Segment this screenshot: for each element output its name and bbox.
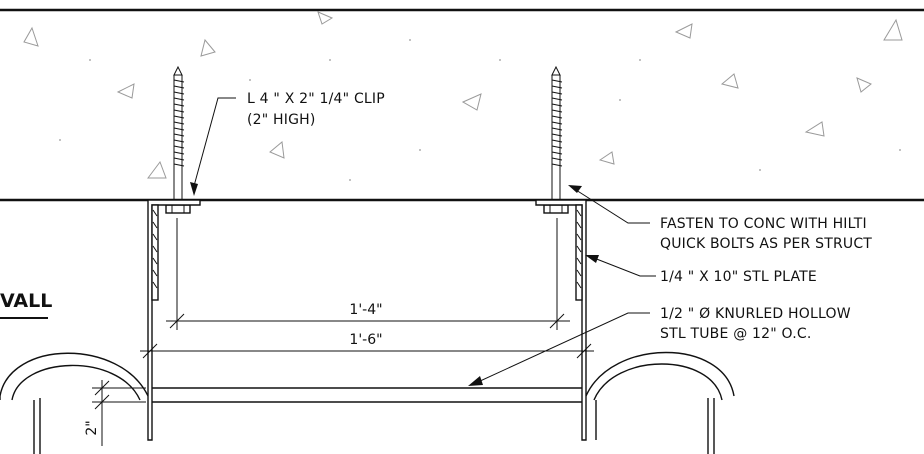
concrete-aggregate-hatch xyxy=(23,11,903,181)
clip-note-line2: (2" HIGH) xyxy=(247,112,316,128)
note-steel-plate: 1/4 " X 10" STL PLATE xyxy=(585,255,817,285)
steel-plate-left xyxy=(151,204,159,301)
fasten-note-line1: FASTEN TO CONC WITH HILTI xyxy=(660,216,867,232)
outer-span-label: 1'-6" xyxy=(349,332,382,348)
anchor-bolt-right xyxy=(543,65,569,214)
anchor-bolt-left xyxy=(165,65,191,214)
plate-note: 1/4 " X 10" STL PLATE xyxy=(660,269,817,285)
note-angle-clip: L 4 " X 2" 1/4" CLIP (2" HIGH) xyxy=(190,91,385,196)
tube-height-label: 2" xyxy=(84,420,100,435)
section-title: VALL xyxy=(0,290,52,319)
fasten-note-line2: QUICK BOLTS AS PER STRUCT xyxy=(660,236,872,252)
tube-note-line1: 1/2 " Ø KNURLED HOLLOW xyxy=(660,306,851,322)
tube-loop-right xyxy=(585,351,735,454)
steel-plate-right xyxy=(575,204,583,301)
tube-loop-left xyxy=(0,352,149,454)
note-steel-tube: 1/2 " Ø KNURLED HOLLOW STL TUBE @ 12" O.… xyxy=(468,306,851,386)
knurled-steel-tube xyxy=(152,387,582,403)
section-title-text: VALL xyxy=(0,290,52,312)
angle-clip-right xyxy=(535,199,587,441)
dimension-outer-span: 1'-6" xyxy=(140,332,594,359)
tube-note-line2: STL TUBE @ 12" O.C. xyxy=(660,326,811,342)
dimension-tube-height: 2" xyxy=(84,380,146,446)
clip-note-line1: L 4 " X 2" 1/4" CLIP xyxy=(247,91,385,107)
concrete-slab xyxy=(0,8,924,202)
note-fastening: FASTEN TO CONC WITH HILTI QUICK BOLTS AS… xyxy=(568,185,872,252)
dimension-inner-span: 1'-4" xyxy=(166,302,570,329)
inner-span-label: 1'-4" xyxy=(349,302,382,318)
